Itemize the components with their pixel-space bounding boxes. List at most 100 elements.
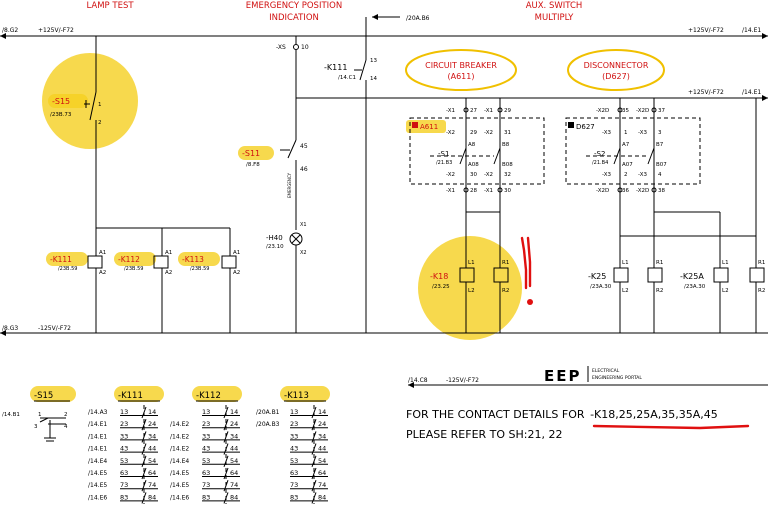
k112-a2: A2: [165, 270, 172, 276]
k113-row-contact-b: 54: [318, 457, 326, 465]
ref-top-right: /14.E1: [742, 27, 761, 34]
k113-row-contact-symbol: [311, 419, 317, 431]
breaker-b8: B8: [502, 142, 510, 148]
highlight-k18-circle: [418, 236, 522, 340]
k112-a1: A1: [165, 250, 172, 256]
disc-p2: 2: [624, 172, 628, 178]
coil-bus: [87, 227, 237, 333]
k112-row-ref: /14.E5: [170, 470, 189, 477]
table-k113-title: -K113: [284, 391, 309, 401]
breaker-x2-29: -X2: [446, 130, 455, 136]
highlight-s15-label: [48, 94, 88, 108]
table-s15-symbol: [39, 417, 66, 442]
breaker-title: [405, 49, 517, 91]
disconnector-box-label: D627: [576, 123, 595, 131]
k112-row-contact-symbol: [223, 419, 229, 431]
disconnector-title-2: (D627): [602, 72, 630, 81]
ref-top-left: /8.G2: [2, 27, 18, 34]
breaker-x1-29: -X1: [484, 108, 493, 114]
disconnector-wiring: [565, 98, 765, 333]
disc-p4: 4: [658, 172, 662, 178]
k112-row-contact-a: 23: [202, 420, 210, 428]
k111-row-ref: /14.A3: [88, 409, 108, 416]
highlight-table-s15: [30, 386, 76, 402]
k111-row-contact-b: 34: [148, 432, 156, 440]
breaker-x2-32: -X2: [484, 172, 493, 178]
table-s15-title: -S15: [34, 391, 53, 401]
breaker-x1-27: -X1: [446, 108, 455, 114]
bus-minus-125-bottom: -125V/-F72: [38, 325, 71, 332]
k113-row-contact-a: 73: [290, 481, 298, 489]
k111-row-contact-a: 53: [120, 457, 128, 465]
table-k111-title: -K111: [118, 391, 143, 401]
k113-row-contact-b: 74: [318, 481, 326, 489]
k113-a2: A2: [233, 270, 240, 276]
note-line-2: PLEASE REFER TO SH:21, 22: [406, 428, 563, 441]
highlight-k113-label: [178, 252, 220, 266]
h40-ref: /23.10: [266, 244, 284, 250]
disc-x3-3: -X3: [638, 130, 647, 136]
k111-contact-name: -K111: [324, 63, 347, 72]
k113-row-contact-symbol: [311, 467, 317, 480]
k113-row-contact-b: 14: [318, 408, 326, 416]
k111-contact: [354, 17, 367, 333]
disc-b07: B07: [656, 162, 667, 168]
s11-emergency-label: EMERGENCY: [287, 172, 292, 198]
k111-a2: A2: [99, 270, 106, 276]
highlights: [30, 53, 522, 402]
highlight-k112-label: [114, 252, 156, 266]
header-aux-1: AUX. SWITCH: [526, 1, 583, 11]
k112-row-contact-a: 13: [202, 408, 210, 416]
k18-ref: /23.25: [432, 284, 450, 290]
k111-row-contact-b: 24: [148, 420, 156, 428]
breaker-p28: 28: [470, 188, 477, 194]
k111-row-ref: /14.E5: [88, 470, 107, 477]
k112-row-contact-b: 54: [230, 457, 238, 465]
k112-row-ref: /14.E2: [170, 446, 189, 453]
k25a-l2: L2: [722, 288, 729, 294]
k113-row-contact-a: 63: [290, 469, 298, 477]
k111-row-ref: /14.E1: [88, 421, 107, 428]
k25-l2: L2: [622, 288, 629, 294]
breaker-x1-30: -X1: [484, 188, 493, 194]
k113-coil-ref: /23B.59: [190, 266, 209, 272]
breaker-s1-ref: /21.B3: [436, 160, 452, 166]
k111-row-contact-b: 44: [148, 445, 156, 453]
k111-row-contact-a: 73: [120, 481, 128, 489]
table-k112-title: -K112: [196, 391, 221, 401]
k111-row-contact-b: 14: [148, 408, 156, 416]
breaker-wiring: [409, 98, 545, 333]
disc-a7: A7: [622, 142, 630, 148]
k111-row-contact-a: 33: [120, 432, 128, 440]
k111-row-contact-a: 83: [120, 493, 128, 501]
k18-name: -K18: [430, 272, 448, 281]
disc-p1: 1: [624, 130, 628, 136]
k112-row-contact-a: 43: [202, 445, 210, 453]
breaker-p30b: 30: [504, 188, 511, 194]
k111-row-contact-a: 43: [120, 445, 128, 453]
k25a-name: -K25A: [680, 272, 704, 281]
k113-row-contact-a: 53: [290, 457, 298, 465]
breaker-s1: -S1: [438, 150, 449, 158]
k112-row-contact-b: 74: [230, 481, 238, 489]
disc-p35: 35: [622, 108, 629, 114]
disconnector-title-1: DISCONNECTOR: [584, 61, 649, 70]
disc-s2: -S2: [594, 150, 605, 158]
exclamation-mark-icon: [520, 236, 533, 305]
k112-row-contact-b: 64: [230, 469, 238, 477]
logo-line-1: ELECTRICAL: [592, 368, 620, 374]
k113-row-contact-a: 33: [290, 432, 298, 440]
k111-contact-14: 14: [370, 76, 377, 82]
disc-b7: B7: [656, 142, 664, 148]
k111-row-ref: /14.E6: [88, 494, 107, 501]
breaker-p27: 27: [470, 108, 477, 114]
disc-s2-ref: /21.B4: [592, 160, 608, 166]
ref-mid-right: /14.E1: [742, 89, 761, 96]
breaker-p31: 31: [504, 130, 511, 136]
k111-coil-ref: /23B.59: [58, 266, 77, 272]
k112-row-contact-b: 24: [230, 420, 238, 428]
k111-a1: A1: [99, 250, 106, 256]
note-prefix: FOR THE CONTACT DETAILS FOR: [406, 408, 585, 421]
